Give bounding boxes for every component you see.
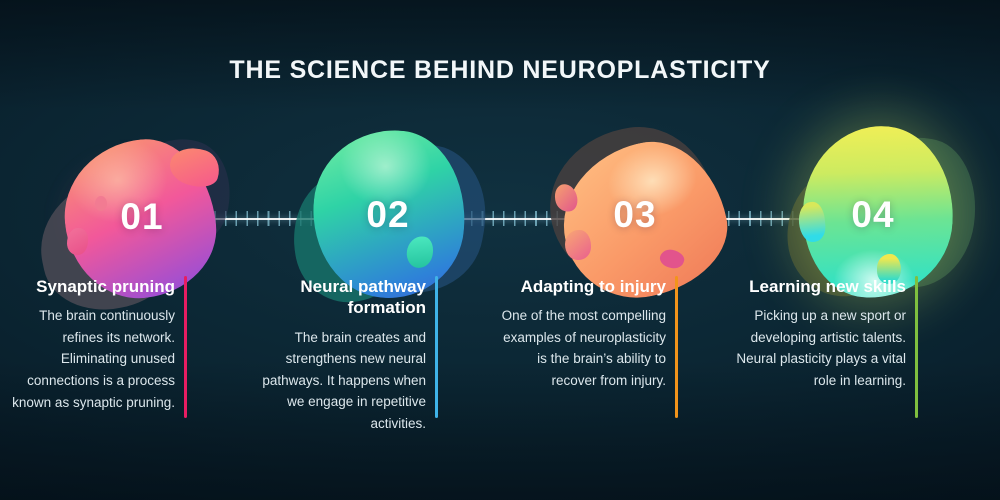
- timeline-line: [150, 217, 880, 220]
- step-accent-line: [184, 276, 187, 418]
- step-number: 04: [851, 194, 895, 235]
- step-number: 02: [366, 194, 410, 235]
- step-body: One of the most compelling examples of n…: [501, 308, 666, 389]
- step-number: 01: [120, 196, 164, 237]
- step-heading: Adapting to injury: [520, 277, 666, 296]
- blob-accent-shape: [877, 254, 901, 284]
- step-accent-line: [435, 276, 438, 418]
- step-blob-2: 02: [275, 116, 498, 316]
- step-heading: Learning new skills: [749, 277, 906, 296]
- step-blob-3: 03: [525, 117, 740, 318]
- step-body: Picking up a new sport or developing art…: [736, 308, 906, 389]
- step-section-1: Synaptic pruning The brain continuously …: [5, 276, 187, 418]
- step-body: The brain creates and strengthens new ne…: [262, 329, 426, 431]
- step-accent-line: [675, 276, 678, 418]
- page-title: THE SCIENCE BEHIND NEUROPLASTICITY: [229, 56, 771, 84]
- blob-dot: [67, 228, 88, 255]
- blob-dot: [95, 196, 107, 211]
- blob-accent-shape: [565, 230, 591, 260]
- step-blob-4: 04: [765, 116, 985, 316]
- step-heading: Neural pathway formation: [300, 277, 426, 318]
- step-section-2: Neural pathway formation The brain creat…: [256, 276, 438, 434]
- step-number: 03: [613, 194, 657, 235]
- step-body: The brain continuously refines its netwo…: [12, 308, 175, 410]
- step-accent-line: [915, 276, 918, 418]
- step-section-3: Adapting to injury One of the most compe…: [496, 276, 678, 418]
- step-blob-1: 01: [13, 112, 244, 322]
- step-heading: Synaptic pruning: [36, 277, 175, 296]
- step-section-4: Learning new skills Picking up a new spo…: [736, 276, 918, 418]
